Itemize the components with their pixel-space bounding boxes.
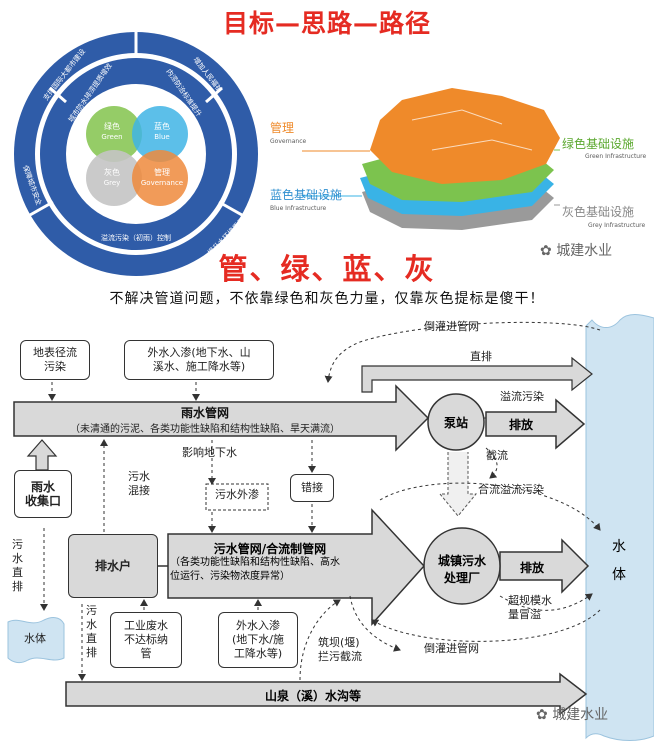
direct-discharge-arrow — [361, 356, 593, 393]
water-body-right — [585, 314, 654, 741]
venn-governance-en: Governance — [141, 179, 183, 187]
rain-inlet-arrow — [26, 439, 58, 471]
dam-label: 筑坝(堰) 拦污截流 — [318, 636, 362, 663]
sewage-mix-label: 污水 混接 — [128, 470, 150, 497]
affect-groundwater-label: 影响地下水 — [182, 446, 237, 459]
venn-green-cn: 绿色 — [104, 121, 120, 131]
dam-arrow — [349, 595, 401, 652]
discharge-label-2: 排放 — [519, 561, 544, 575]
layer-blue-en: Blue Infrastructure — [270, 205, 327, 212]
watermark-bottom-text: 城建水业 — [552, 707, 609, 723]
excess-overflow-arrow — [499, 593, 593, 611]
surface-runoff-box: 地表径流 污染 — [20, 340, 90, 380]
layer-governance-en: Governance — [270, 138, 307, 145]
discharge-arrow-1 — [485, 398, 586, 450]
governance-layer — [370, 88, 560, 184]
venn-green-en: Green — [101, 133, 122, 141]
layer-green-en: Green Infrastructure — [585, 153, 647, 160]
page-subtitle: 管、绿、蓝、灰 — [218, 252, 436, 286]
venn-blue-circle — [132, 106, 188, 162]
watermark-bottom: ✿ 城建水业 — [536, 704, 608, 724]
strategy-ring-diagram: 绿色 Green 蓝色 Blue 灰色 Grey 管理 Governance 城… — [14, 32, 258, 276]
wwtp-circle — [423, 527, 501, 605]
backflow-bottom-label: 倒灌进管网 — [424, 642, 479, 655]
layer-grey-label: 灰色基础设施 — [562, 205, 635, 219]
backflow-bottom-arrow — [371, 609, 601, 642]
sewage-direct-mid-label: 污 水 直 排 — [86, 604, 97, 659]
discharge-arrow-2 — [499, 538, 590, 594]
watermark-top: ✿ 城建水业 — [540, 240, 612, 260]
sewer-pipe-title: 污水管网/合流制管网 — [213, 542, 327, 556]
wechat-icon: ✿ — [536, 707, 548, 723]
intercept-label: 截流 — [486, 449, 508, 462]
layer-blue-label: 蓝色基础设施 — [270, 188, 343, 202]
combined-overflow-label: 合流溢流污染 — [478, 483, 544, 496]
venn-blue-en: Blue — [154, 133, 170, 141]
excess-overflow-label: 超规模水 量冒溢 — [508, 594, 552, 621]
watermark-top-text: 城建水业 — [556, 243, 613, 259]
venn-green-circle — [86, 106, 142, 162]
pump-station-label: 泵站 — [443, 416, 468, 430]
direct-discharge-label: 直排 — [470, 350, 492, 363]
overflow-pollution-label: 溢流污染 — [500, 390, 544, 403]
storm-pipe-title: 雨水管网 — [180, 406, 229, 420]
misconnection-box: 错接 — [290, 474, 334, 502]
layer-grey-en: Grey Infrastructure — [588, 222, 646, 229]
wechat-icon: ✿ — [540, 243, 552, 259]
mountain-stream-label: 山泉（溪）水沟等 — [264, 689, 361, 703]
sewer-pipe-arrow — [167, 508, 426, 626]
layer-green-label: 绿色基础设施 — [562, 137, 635, 151]
venn-grey-circle — [86, 150, 142, 206]
venn-orange-circle — [132, 150, 188, 206]
storm-pipe-arrow — [13, 384, 430, 452]
water-body-right-label: 水 体 — [612, 539, 626, 583]
infrastructure-layers — [302, 88, 560, 230]
water-body-left-label: 水体 — [24, 632, 46, 645]
venn-grey-cn: 灰色 — [104, 167, 120, 177]
backflow-top-label: 倒灌进管网 — [424, 320, 479, 333]
drainage-user-box: 排水户 — [68, 534, 158, 598]
rain-inlet-box: 雨水 收集口 — [14, 470, 72, 518]
sewage-direct-left-label: 污 水 直 排 — [12, 538, 23, 593]
pump-station-circle — [427, 393, 485, 451]
page-title: 目标—思路—路径 — [222, 9, 431, 38]
storm-pipe-subtitle: （未清通的污泥、各类功能性缺陷和结构性缺陷、旱天满流） — [70, 424, 340, 435]
infiltration-bottom-box: 外水入渗 (地下水/施 工降水等) — [218, 612, 298, 668]
intercept-small-arrow — [485, 447, 498, 479]
intercept-arrow — [438, 452, 478, 517]
venn-governance-cn: 管理 — [154, 167, 170, 177]
mountain-stream-arrow — [65, 672, 588, 716]
layer-governance-label: 管理 — [270, 121, 295, 135]
dam-intercept-arrow — [299, 599, 341, 681]
warning-text: 不解决管道问题，不依靠绿色和灰色力量，仅靠灰色提标是傻干！ — [109, 291, 545, 307]
wwtp-label: 城镇污水 处理厂 — [437, 554, 486, 585]
backflow-top-arrow — [324, 321, 601, 383]
discharge-label-1: 排放 — [508, 418, 533, 432]
ring-inner-bottom: 溢流污染（初雨）控制 — [101, 233, 171, 242]
sewer-pipe-subtitle: （各类功能性缺陷和结构性缺陷、高水 位运行、污染物浓度异常） — [170, 557, 340, 582]
venn-grey-en: Grey — [104, 179, 121, 187]
sewage-exfiltration-label: 污水外渗 — [215, 488, 259, 501]
industrial-box: 工业废水 不达标纳 管 — [110, 612, 182, 668]
infiltration-top-box: 外水入渗(地下水、山 溪水、施工降水等) — [124, 340, 274, 380]
water-body-left — [7, 617, 65, 664]
venn-blue-cn: 蓝色 — [154, 121, 170, 131]
combined-overflow-arrow — [379, 482, 601, 531]
